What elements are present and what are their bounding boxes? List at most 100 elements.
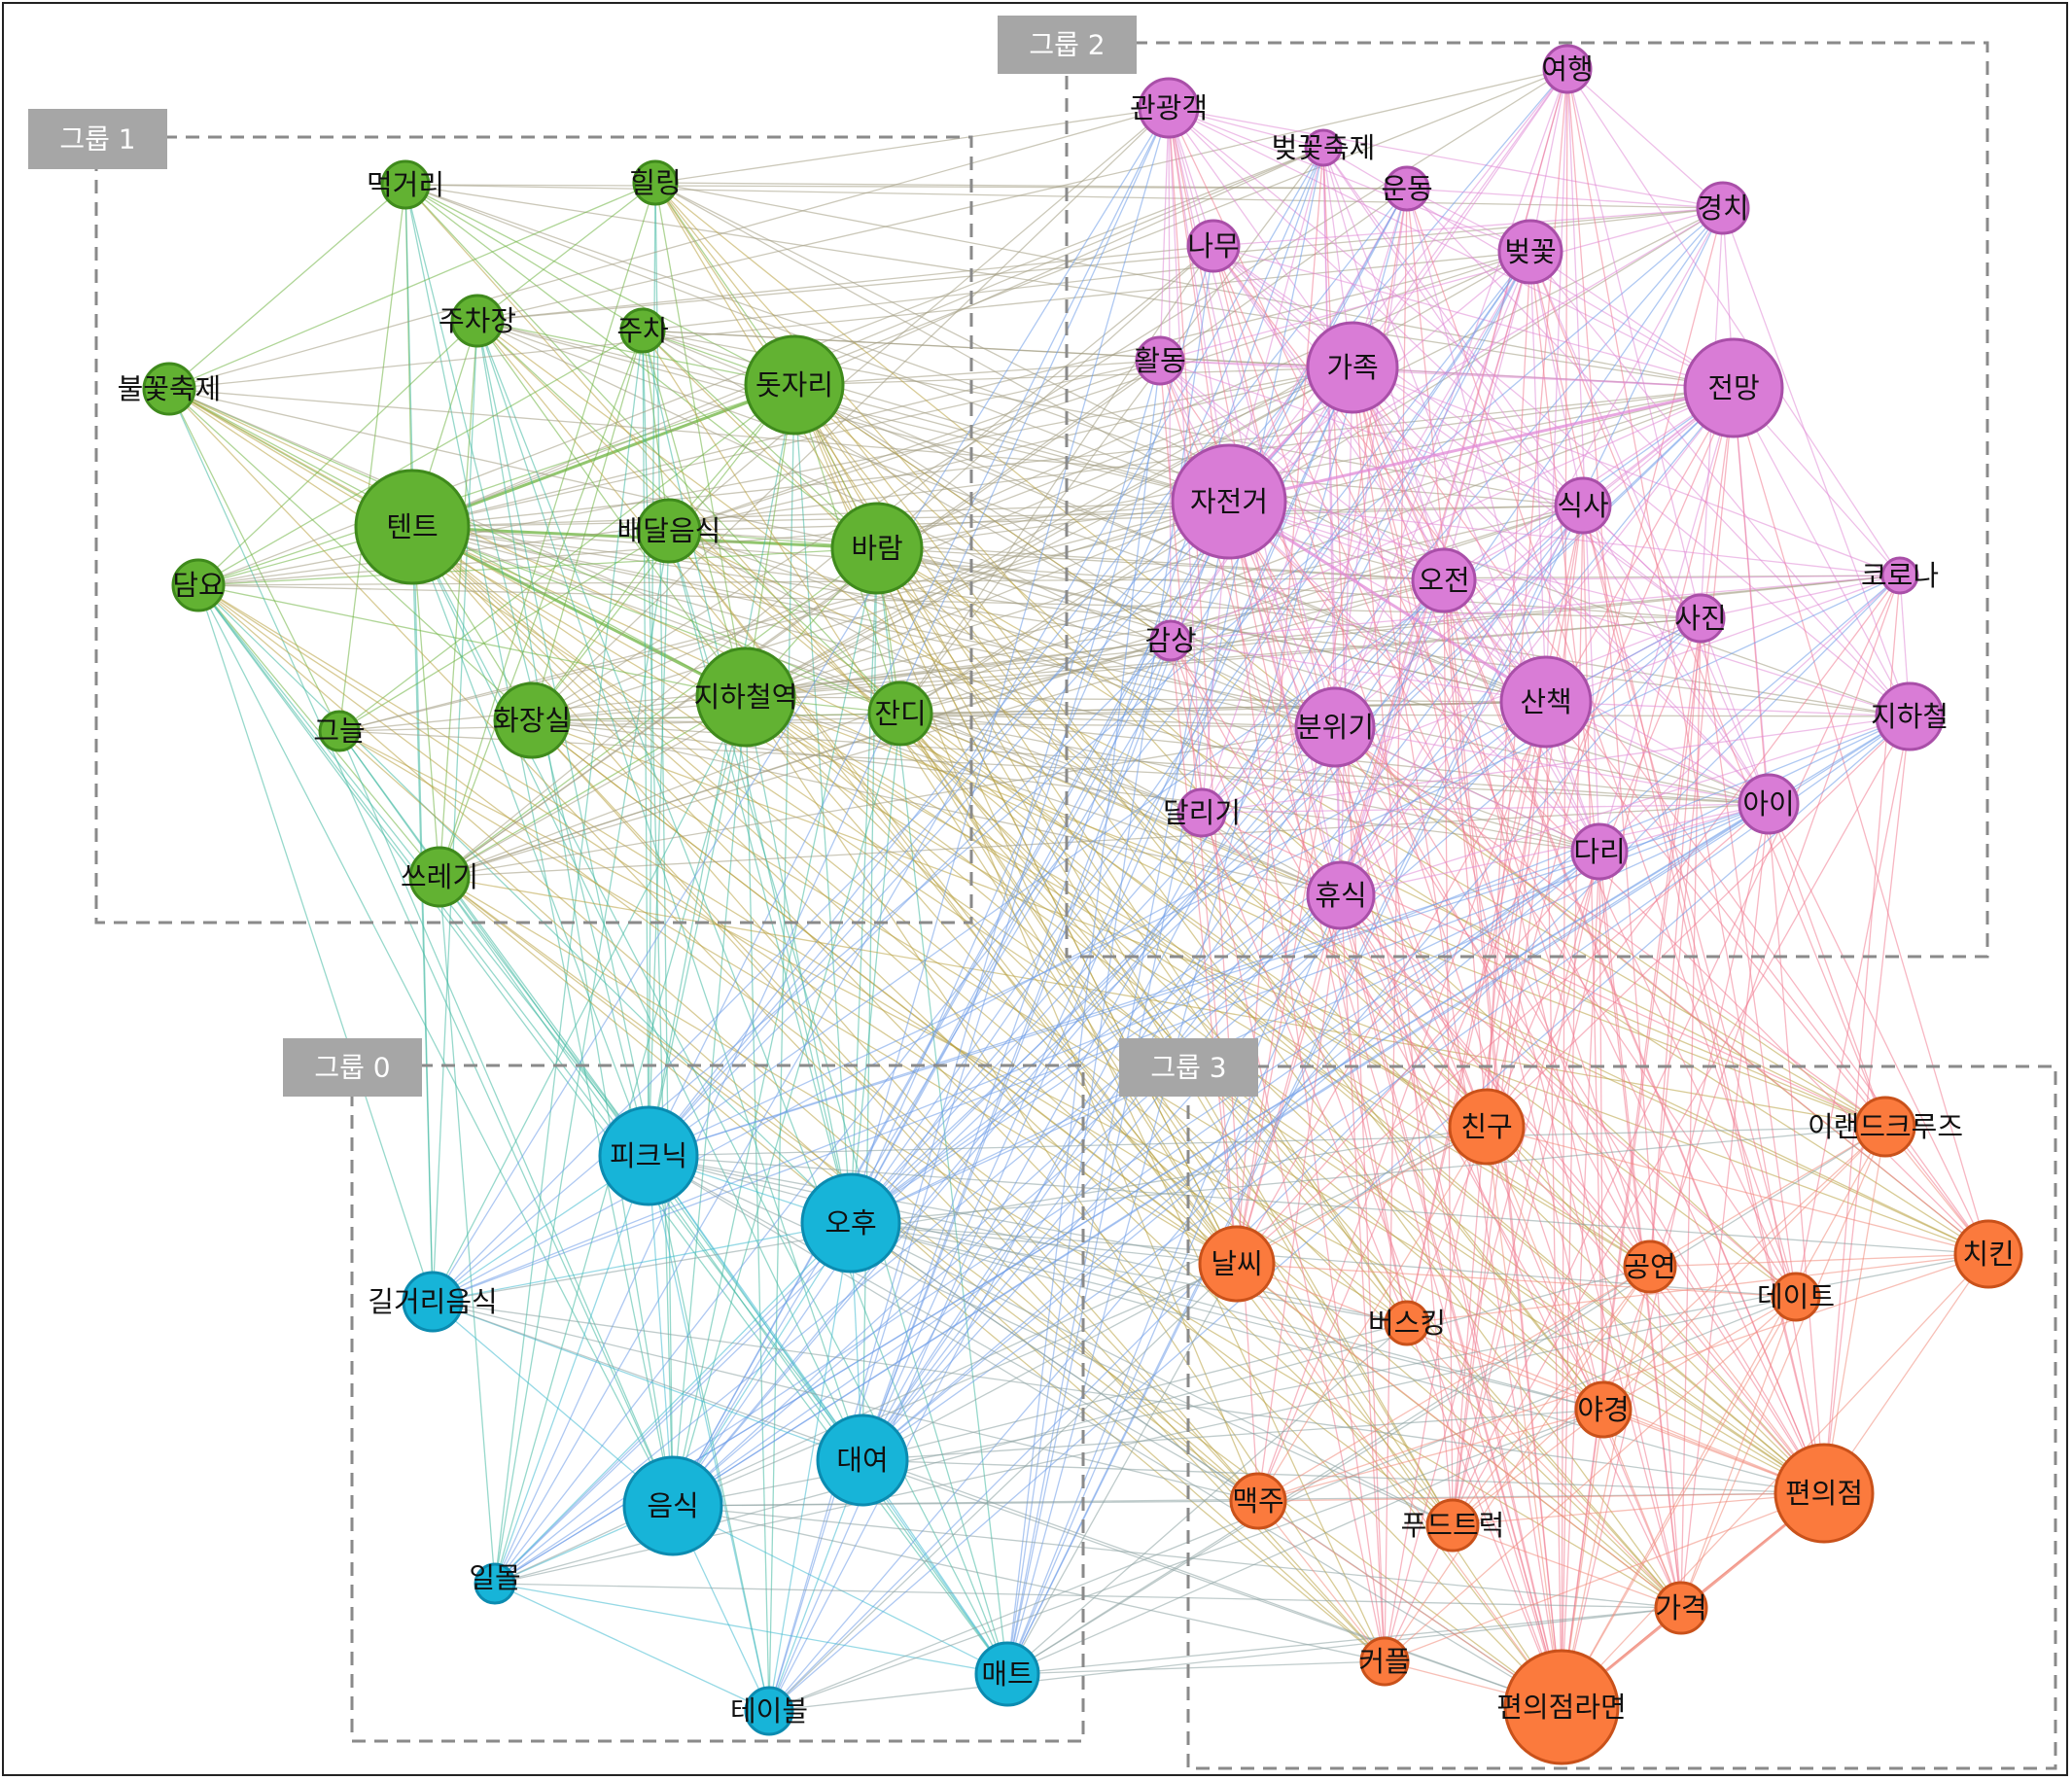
node-circle-지하철역[interactable] — [695, 646, 796, 748]
node-먹거리[interactable]: 먹거리 — [367, 159, 444, 210]
node-맥주[interactable]: 맥주 — [1229, 1472, 1287, 1530]
node-주차[interactable]: 주차 — [616, 307, 669, 354]
node-오후[interactable]: 오후 — [800, 1172, 901, 1274]
node-가족[interactable]: 가족 — [1306, 321, 1399, 414]
node-circle-푸드트럭[interactable] — [1425, 1498, 1480, 1553]
node-피크닉[interactable]: 피크닉 — [598, 1105, 699, 1206]
node-circle-편의점[interactable] — [1773, 1443, 1875, 1544]
node-circle-이랜드크루즈[interactable] — [1854, 1096, 1916, 1158]
node-여행[interactable]: 여행 — [1541, 44, 1594, 94]
node-지하철[interactable]: 지하철 — [1871, 681, 1949, 751]
node-circle-바람[interactable] — [830, 502, 924, 595]
node-circle-음식[interactable] — [622, 1455, 723, 1556]
node-오전[interactable]: 오전 — [1411, 547, 1477, 613]
node-대여[interactable]: 대여 — [816, 1414, 909, 1507]
node-circle-벚꽃축제[interactable] — [1304, 128, 1343, 167]
node-아이[interactable]: 아이 — [1738, 773, 1800, 835]
node-길거리음식[interactable]: 길거리음식 — [368, 1271, 498, 1333]
node-휴식[interactable]: 휴식 — [1306, 860, 1376, 930]
node-벚꽃축제[interactable]: 벚꽃축제 — [1272, 128, 1376, 167]
node-circle-활동[interactable] — [1135, 335, 1185, 386]
node-자전거[interactable]: 자전거 — [1171, 443, 1287, 560]
node-circle-공연[interactable] — [1623, 1239, 1677, 1294]
node-circle-날씨[interactable] — [1198, 1225, 1276, 1303]
node-circle-주차[interactable] — [619, 307, 666, 354]
node-circle-배달음식[interactable] — [636, 498, 702, 564]
node-다리[interactable]: 다리 — [1570, 822, 1629, 881]
node-산책[interactable]: 산책 — [1499, 655, 1593, 749]
node-circle-편의점라면[interactable] — [1503, 1649, 1620, 1765]
node-텐트[interactable]: 텐트 — [354, 469, 471, 585]
node-circle-다리[interactable] — [1570, 822, 1629, 881]
node-전망[interactable]: 전망 — [1683, 337, 1784, 438]
node-쓰레기[interactable]: 쓰레기 — [401, 846, 478, 908]
node-화장실[interactable]: 화장실 — [493, 681, 571, 759]
node-편의점라면[interactable]: 편의점라면 — [1496, 1649, 1627, 1765]
node-circle-담요[interactable] — [171, 558, 226, 612]
node-circle-달리기[interactable] — [1176, 787, 1227, 838]
node-경치[interactable]: 경치 — [1696, 181, 1750, 235]
node-circle-돗자리[interactable] — [744, 334, 845, 436]
node-circle-치킨[interactable] — [1953, 1219, 2023, 1289]
node-야경[interactable]: 야경 — [1574, 1380, 1633, 1439]
node-코로나[interactable]: 코로나 — [1861, 556, 1939, 595]
node-circle-주차장[interactable] — [450, 294, 505, 348]
node-circle-친구[interactable] — [1448, 1088, 1526, 1166]
node-circle-지하철[interactable] — [1875, 681, 1945, 751]
node-circle-매트[interactable] — [974, 1641, 1040, 1707]
node-circle-벚꽃[interactable] — [1497, 219, 1563, 285]
node-활동[interactable]: 활동 — [1134, 335, 1186, 386]
node-circle-길거리음식[interactable] — [402, 1271, 464, 1333]
node-음식[interactable]: 음식 — [622, 1455, 723, 1556]
node-circle-자전거[interactable] — [1171, 443, 1287, 560]
node-circle-가족[interactable] — [1306, 321, 1399, 414]
node-불꽃축제[interactable]: 불꽃축제 — [118, 362, 222, 416]
node-날씨[interactable]: 날씨 — [1198, 1225, 1276, 1303]
node-운동[interactable]: 운동 — [1381, 165, 1433, 212]
node-circle-화장실[interactable] — [493, 681, 571, 759]
node-매트[interactable]: 매트 — [974, 1641, 1040, 1707]
node-circle-오전[interactable] — [1411, 547, 1477, 613]
node-나무[interactable]: 나무 — [1186, 219, 1241, 273]
node-circle-커플[interactable] — [1359, 1636, 1410, 1687]
node-공연[interactable]: 공연 — [1623, 1239, 1677, 1294]
node-circle-운동[interactable] — [1384, 165, 1430, 212]
node-이랜드크루즈[interactable]: 이랜드크루즈 — [1808, 1096, 1963, 1158]
node-힐링[interactable]: 힐링 — [629, 159, 682, 206]
node-돗자리[interactable]: 돗자리 — [744, 334, 845, 436]
node-circle-피크닉[interactable] — [598, 1105, 699, 1206]
node-circle-여행[interactable] — [1542, 44, 1593, 94]
node-circle-테이블[interactable] — [744, 1686, 794, 1736]
node-벚꽃[interactable]: 벚꽃 — [1497, 219, 1563, 285]
node-배달음식[interactable]: 배달음식 — [617, 498, 721, 564]
node-감상[interactable]: 감상 — [1144, 619, 1197, 662]
node-편의점[interactable]: 편의점 — [1773, 1443, 1875, 1544]
node-잔디[interactable]: 잔디 — [867, 681, 933, 747]
node-circle-가격[interactable] — [1654, 1581, 1708, 1635]
node-푸드트럭[interactable]: 푸드트럭 — [1401, 1498, 1505, 1553]
node-커플[interactable]: 커플 — [1358, 1636, 1411, 1687]
node-분위기[interactable]: 분위기 — [1294, 686, 1376, 768]
node-circle-분위기[interactable] — [1294, 686, 1376, 768]
node-circle-나무[interactable] — [1186, 219, 1241, 273]
node-데이트[interactable]: 데이트 — [1757, 1272, 1835, 1322]
node-circle-데이트[interactable] — [1771, 1272, 1821, 1322]
node-circle-일몰[interactable] — [474, 1562, 516, 1605]
node-버스킹[interactable]: 버스킹 — [1368, 1300, 1446, 1346]
node-circle-코로나[interactable] — [1880, 556, 1919, 595]
node-circle-힐링[interactable] — [632, 159, 679, 206]
node-circle-경치[interactable] — [1696, 181, 1750, 235]
node-circle-식사[interactable] — [1554, 476, 1612, 535]
node-circle-버스킹[interactable] — [1384, 1300, 1430, 1346]
node-circle-감상[interactable] — [1149, 619, 1192, 662]
node-circle-아이[interactable] — [1738, 773, 1800, 835]
node-circle-오후[interactable] — [800, 1172, 901, 1274]
node-테이블[interactable]: 테이블 — [730, 1686, 808, 1736]
node-치킨[interactable]: 치킨 — [1953, 1219, 2023, 1289]
node-circle-그늘[interactable] — [318, 710, 361, 752]
node-일몰[interactable]: 일몰 — [469, 1561, 521, 1605]
node-바람[interactable]: 바람 — [830, 502, 924, 595]
node-달리기[interactable]: 달리기 — [1163, 787, 1241, 838]
node-circle-전망[interactable] — [1683, 337, 1784, 438]
node-circle-관광객[interactable] — [1138, 77, 1200, 139]
